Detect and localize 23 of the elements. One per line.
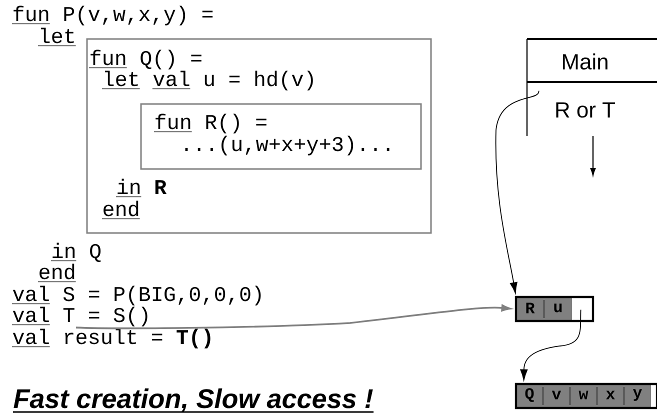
code-line: let val u = hd(v) [102,70,313,90]
closure-record: R u [514,296,594,322]
caption: Fast creation, Slow access ! [13,388,374,413]
arrow [495,90,540,294]
code-line: fun R() = [154,114,266,134]
code-line: fun Q() = [88,50,202,70]
code-line: ...(u,w+x+y+3)... [185,136,390,156]
code-line: in R [116,178,167,198]
code-line: val T = S() [12,306,148,326]
arrow [520,309,582,380]
stack-frame: R or T [526,81,657,136]
code-line: val S = P(BIG,0,0,0) [12,286,261,306]
stack-frame: Main [526,38,657,82]
code-line: in Q [50,242,101,262]
code-line: fun P(v,w,x,y) = [12,6,213,26]
closure-record: Q v w x y [514,382,657,410]
code-line: val result = T() [12,328,210,348]
arrow [76,304,511,330]
code-box [86,38,432,234]
code-line: let [38,28,76,46]
code-line: end [102,200,140,220]
code-line: end [38,264,76,282]
code-box [140,103,422,170]
